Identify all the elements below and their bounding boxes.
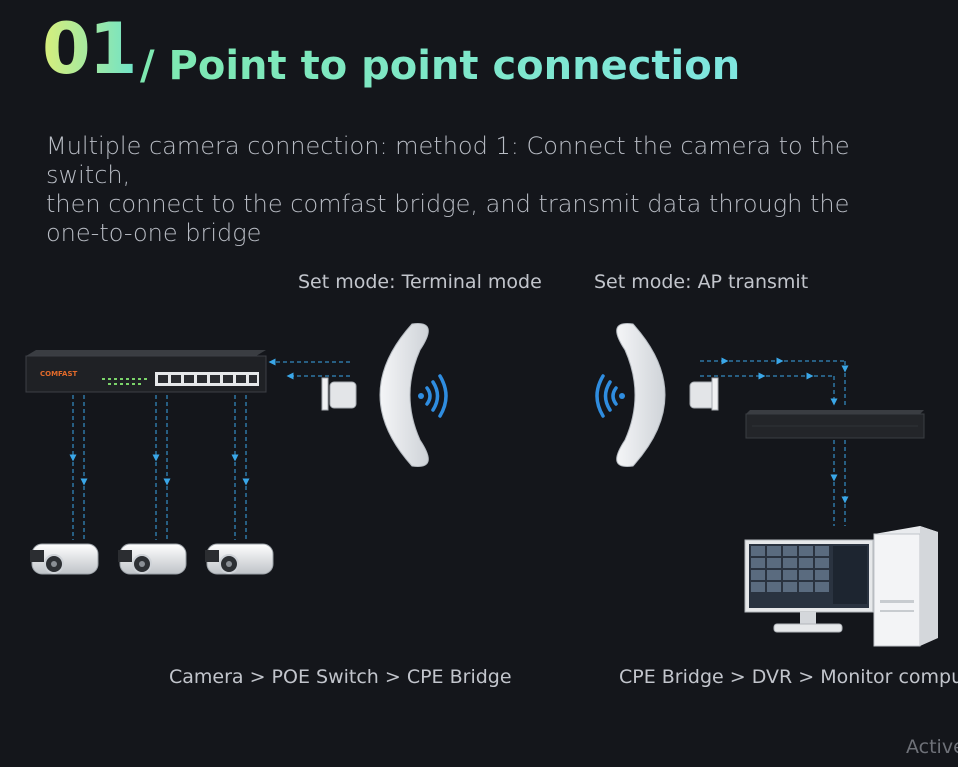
description: Multiple camera connection: method 1: Co… [46, 132, 926, 248]
wifi-signal-icon [595, 374, 625, 418]
watermark-text: Active [906, 736, 958, 758]
ip-camera-icon [118, 543, 187, 575]
switch-brand-label: COMFAST [40, 370, 77, 378]
dvr-icon [745, 410, 925, 439]
right-chain-label: CPE Bridge > DVR > Monitor computer [619, 666, 958, 688]
ip-camera-icon [30, 543, 99, 575]
description-line-3: one-to-one bridge [46, 219, 262, 247]
left-bridge-arrows [268, 358, 350, 380]
cpe-bridge-icon [616, 323, 719, 467]
cpe-bridge-icon [321, 323, 429, 467]
left-chain-label: Camera > POE Switch > CPE Bridge [169, 666, 512, 688]
description-line-1: Multiple camera connection: method 1: Co… [46, 132, 850, 189]
monitor-icon [744, 539, 874, 633]
switch-camera-arrows [69, 395, 250, 540]
ip-camera-icon [205, 543, 274, 575]
right-mode-label: Set mode: AP transmit [594, 271, 809, 293]
pc-tower-icon [873, 526, 938, 647]
description-line-2: then connect to the comfast bridge, and … [46, 190, 850, 218]
poe-switch-icon: COMFAST [25, 350, 267, 393]
right-bridge-arrows [700, 357, 849, 408]
dvr-monitor-arrows [830, 440, 849, 526]
page-title: / Point to point connection [140, 43, 741, 89]
left-mode-label: Set mode: Terminal mode [298, 271, 542, 293]
wifi-signal-icon [418, 374, 448, 418]
section-number: 01 [42, 8, 137, 90]
